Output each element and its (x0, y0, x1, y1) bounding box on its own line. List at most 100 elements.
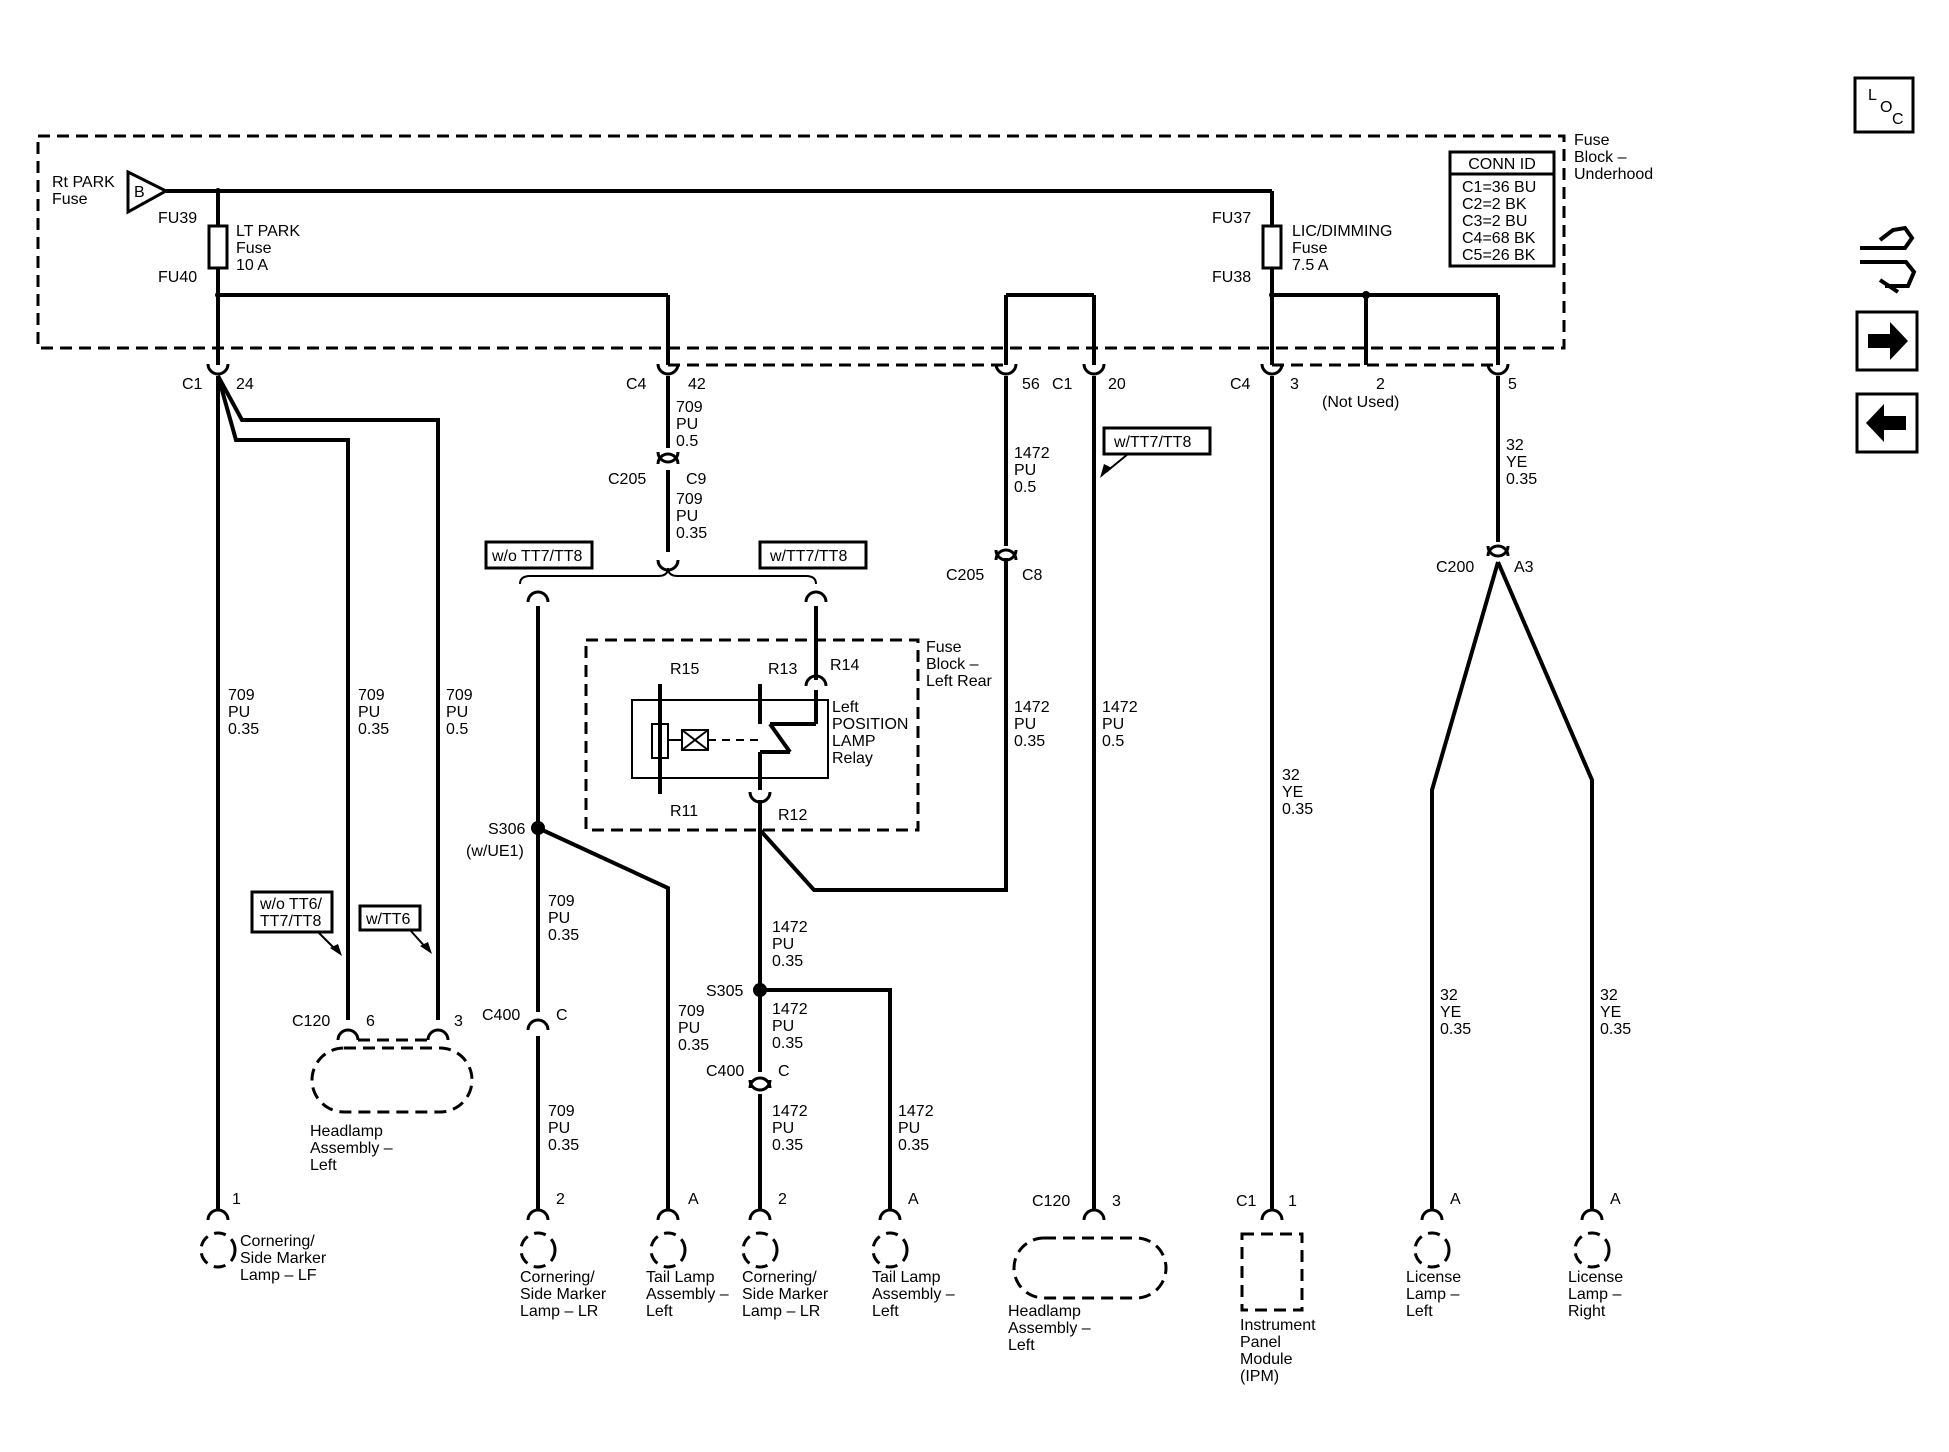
fu39-label: FU39 (158, 210, 197, 227)
wire-color: PU (548, 910, 570, 927)
left-rear-title-3: Left Rear (926, 673, 992, 690)
headlamp-b-line1: Headlamp (1008, 1303, 1081, 1320)
tail-a-line3: Left (646, 1303, 673, 1320)
cornering-side-marker-lamp-lr-a: 2 Cornering/ Side Marker Lamp – LR (519, 1191, 607, 1320)
wire-number: 32 (1600, 987, 1618, 1004)
relay-name-3: LAMP (832, 733, 876, 750)
c4-label: C4 (626, 376, 647, 393)
wire-size: 0.35 (548, 1137, 579, 1154)
wire-number: 1472 (898, 1103, 934, 1120)
pin-56: 56 (1022, 376, 1040, 393)
c400a-label: C400 (482, 1007, 520, 1024)
option-wo-tt6-line1: w/o TT6/ (259, 896, 323, 913)
lic-label-3: 7.5 A (1292, 257, 1329, 274)
wire-number: 1472 (772, 1001, 808, 1018)
tail-lamp-assembly-left-a: A Tail Lamp Assembly – Left (646, 1191, 729, 1320)
wire-number: 32 (1506, 437, 1524, 454)
wire-1472-pu-035-b: 1472 PU 0.35 (1014, 699, 1050, 750)
option-wo-tt6: w/o TT6/ TT7/TT8 (250, 890, 342, 956)
arrow-right-icon[interactable] (1855, 310, 1919, 372)
r12-label: R12 (778, 807, 807, 824)
cornering-lf-line3: Lamp – LF (240, 1267, 317, 1284)
wire-color: PU (548, 1120, 570, 1137)
wire-size: 0.35 (678, 1037, 709, 1054)
headlamp-a-line1: Headlamp (310, 1123, 383, 1140)
headlamp-assembly-left-a: Headlamp Assembly – Left (310, 1046, 474, 1174)
wire-709-pu-035-a: 709 PU 0.35 (228, 687, 259, 738)
wire-number: 32 (1440, 987, 1458, 1004)
pin-5: 5 (1508, 376, 1517, 393)
conn-id-1: C2=2 BK (1462, 196, 1527, 213)
underhood-title-3: Underhood (1574, 166, 1653, 183)
option-wo-tt7-tt8: w/o TT7/TT8 (484, 540, 594, 570)
cornering-lr-b-line3: Lamp – LR (742, 1303, 820, 1320)
tail-b-line2: Assembly – (872, 1286, 955, 1303)
wire-709-pu-035-g: 709 PU 0.35 (678, 1003, 709, 1054)
rt-park-label-2: Fuse (52, 191, 88, 208)
arrow-left-icon[interactable] (1855, 392, 1919, 454)
pin-42: 42 (688, 376, 706, 393)
wire-color: PU (1014, 462, 1036, 479)
wire-color: PU (676, 508, 698, 525)
wire-color: YE (1282, 784, 1303, 801)
relay-name-1: Left (832, 699, 859, 716)
wire-size: 0.5 (446, 721, 468, 738)
wire-color: PU (1014, 716, 1036, 733)
headlamp-b-pin: 3 (1112, 1193, 1121, 1210)
loc-icon[interactable]: L O C (1853, 76, 1915, 134)
conn-id-4: C5=26 BK (1462, 247, 1536, 264)
wire-1472-pu-05-c: 1472 PU 0.5 (1102, 699, 1138, 750)
connector-c1-20: C1 20 (1052, 363, 1126, 393)
conn-id-0: C1=36 BU (1462, 179, 1536, 196)
option-w-tt7-tt8-b-text: w/TT7/TT8 (1113, 434, 1191, 451)
c205a-label: C205 (608, 471, 646, 488)
connector-icon[interactable] (1860, 225, 1917, 294)
r15-label: R15 (670, 661, 699, 678)
wire-color: PU (772, 1120, 794, 1137)
fu37-label: FU37 (1212, 210, 1251, 227)
wire-number: 32 (1282, 767, 1300, 784)
left-rear-title-1: Fuse (926, 639, 962, 656)
pin-3b: 3 (454, 1013, 463, 1030)
license-lamp-right: A License Lamp – Right (1568, 1191, 1623, 1320)
tail-lamp-assembly-left-b: A Tail Lamp Assembly – Left (871, 1191, 955, 1320)
ipm-line4: (IPM) (1240, 1368, 1279, 1385)
cornering-lr-b-line1: Cornering/ (742, 1269, 817, 1286)
c400b-label: C400 (706, 1063, 744, 1080)
wire-size: 0.35 (1600, 1021, 1631, 1038)
lt-park-fuse-symbol (207, 224, 229, 270)
wire-1472-pu-05-a: 1472 PU 0.5 (1014, 445, 1050, 496)
tail-a-line2: Assembly – (646, 1286, 729, 1303)
option-w-tt7-tt8-b: w/TT7/TT8 (1100, 426, 1212, 478)
fuse-block-left-rear: Fuse Block – Left Rear (584, 638, 992, 832)
left-position-lamp-relay: R15 R13 R14 R11 R12 Left POSITION LAMP R… (631, 606, 908, 824)
wire-color: YE (1600, 1004, 1621, 1021)
wire-color: PU (678, 1020, 700, 1037)
connector-c200-a3: C200 A3 (1436, 544, 1534, 576)
lt-park-label-3: 10 A (236, 257, 268, 274)
conn-id-3: C4=68 BK (1462, 230, 1536, 247)
fu40-label: FU40 (158, 269, 197, 286)
wire-32-ye-035-d: 32 YE 0.35 (1600, 987, 1631, 1038)
license-right-line2: Lamp – (1568, 1286, 1621, 1303)
wire-color: PU (898, 1120, 920, 1137)
lt-park-label-1: LT PARK (236, 223, 300, 240)
r14-label: R14 (830, 657, 859, 674)
wire-number: 709 (548, 893, 575, 910)
lic-label-2: Fuse (1292, 240, 1328, 257)
relay-name-4: Relay (832, 750, 873, 767)
pin-6: 6 (366, 1013, 375, 1030)
wire-709-pu-035-f: 709 PU 0.35 (548, 893, 579, 944)
rt-park-source-triangle (126, 169, 170, 215)
left-rear-title-2: Block – (926, 656, 979, 673)
ipm-line3: Module (1240, 1351, 1293, 1368)
wire-size: 0.35 (228, 721, 259, 738)
cornering-lr-b-line2: Side Marker (742, 1286, 829, 1303)
c200-label: C200 (1436, 559, 1474, 576)
wire-number: 709 (358, 687, 385, 704)
license-lamp-left: A License Lamp – Left (1406, 1191, 1461, 1320)
c4b-label: C4 (1230, 376, 1251, 393)
wire-709-pu-035-top: 709 PU 0.35 (676, 491, 707, 542)
wire-size: 0.35 (898, 1137, 929, 1154)
wire-size: 0.35 (1014, 733, 1045, 750)
